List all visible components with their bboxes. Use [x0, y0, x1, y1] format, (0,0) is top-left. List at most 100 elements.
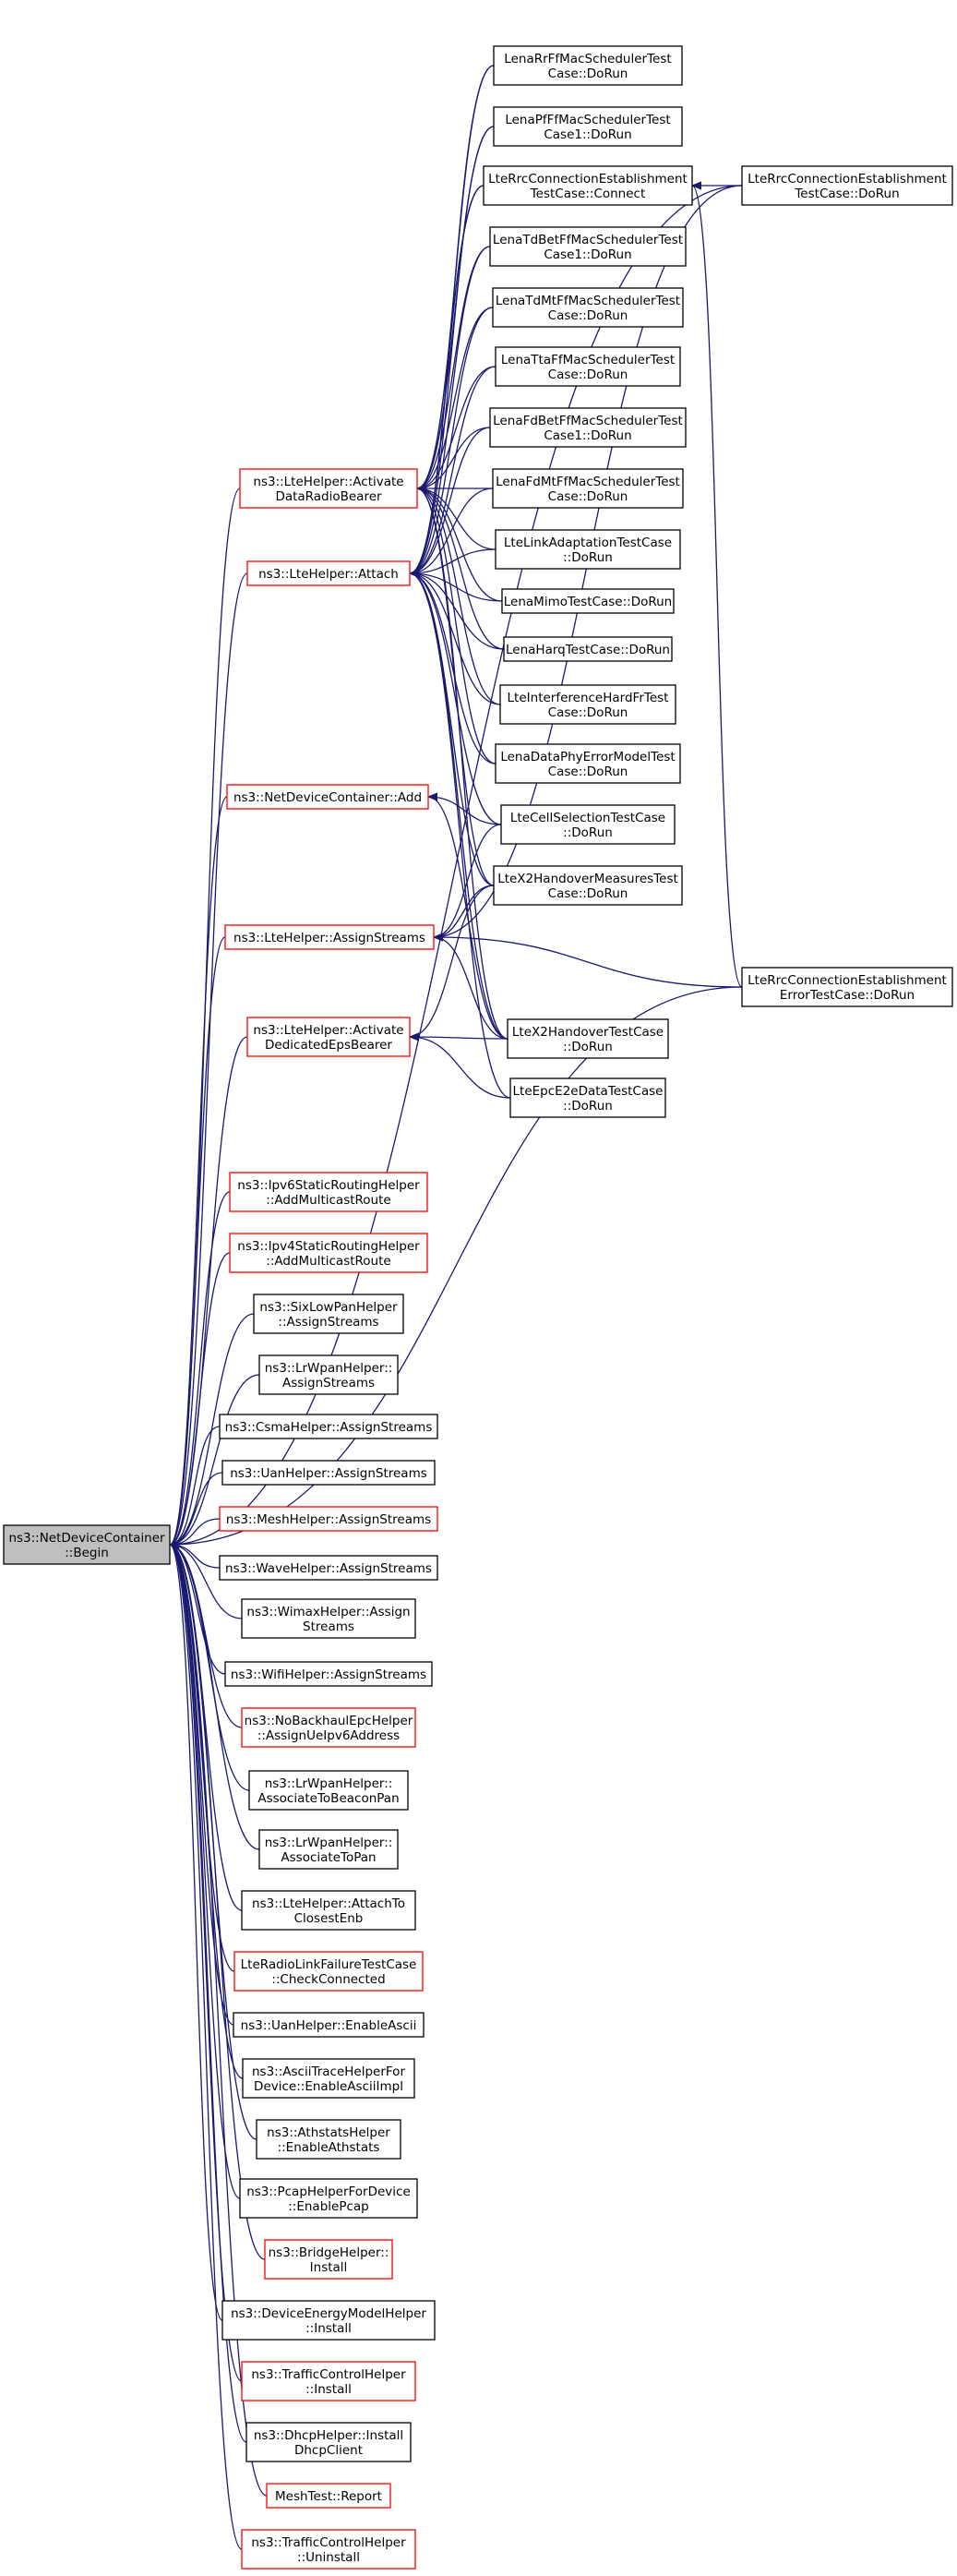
node-label: ns3::LteHelper::AttachTo — [252, 1896, 405, 1911]
node-label: ns3::UanHelper::EnableAscii — [241, 2018, 417, 2033]
node-lte-assign-streams[interactable]: ns3::LteHelper::AssignStreams — [224, 924, 435, 950]
edge-lena-mimo-to-lte-activate-drb — [416, 484, 503, 602]
node-bridge[interactable]: ns3::BridgeHelper::Install — [264, 2239, 393, 2280]
node-label: ::DoRun — [563, 1040, 613, 1054]
node-label: LteRadioLinkFailureTestCase — [241, 1957, 417, 1972]
edge-lte-x2meas-to-lte-attach — [409, 569, 495, 886]
node-lte-activate-eps[interactable]: ns3::LteHelper::ActivateDedicatedEpsBear… — [246, 1017, 411, 1057]
edge-lte-epc-to-lte-activate-eps — [409, 1032, 511, 1099]
node-pcap[interactable]: ns3::PcapHelperForDevice::EnablePcap — [239, 2178, 418, 2219]
node-label: Device::EnableAsciiImpl — [254, 2079, 403, 2094]
node-box — [258, 1829, 399, 1870]
node-box — [264, 2239, 393, 2280]
node-box — [221, 2300, 436, 2341]
node-label: LteEpcE2eDataTestCase — [513, 1084, 664, 1099]
edge-lena-tdbet-to-lte-activate-drb — [416, 246, 491, 493]
node-wave[interactable]: ns3::WaveHelper::AssignStreams — [219, 1555, 438, 1581]
node-mesh-assign[interactable]: ns3::MeshHelper::AssignStreams — [219, 1506, 438, 1532]
node-ipv4-static[interactable]: ns3::Ipv4StaticRoutingHelper::AddMultica… — [229, 1233, 428, 1273]
node-tc-install[interactable]: ns3::TrafficControlHelper::Install — [241, 2361, 416, 2401]
node-nobackhaul[interactable]: ns3::NoBackhaulEpcHelper::AssignUeIpv6Ad… — [241, 1707, 416, 1748]
node-lte-epc[interactable]: LteEpcE2eDataTestCase::DoRun — [509, 1077, 666, 1118]
node-lrwpan-beacon[interactable]: ns3::LrWpanHelper::AssociateToBeaconPan — [248, 1770, 409, 1811]
edge-lte-x2ho-to-ndc-add — [427, 792, 508, 1040]
node-label: ns3::WaveHelper::AssignStreams — [225, 1561, 432, 1576]
node-label: LenaFdBetFfMacSchedulerTest — [493, 414, 683, 428]
node-mesh-report[interactable]: MeshTest::Report — [266, 2483, 391, 2509]
edge-lte-linkadapt-to-lte-activate-drb — [416, 484, 496, 550]
node-label: ns3::SixLowPanHelper — [259, 1300, 398, 1315]
node-box — [221, 1460, 436, 1486]
node-csma[interactable]: ns3::CsmaHelper::AssignStreams — [219, 1414, 438, 1439]
node-label: ns3::AthstatsHelper — [267, 2125, 390, 2140]
edge-lte-interf-to-lte-activate-drb — [416, 484, 501, 705]
node-label: LteX2HandoverMeasuresTest — [497, 872, 678, 886]
node-ndc-add[interactable]: ns3::NetDeviceContainer::Add — [226, 784, 429, 810]
node-box — [256, 2119, 401, 2160]
node-uan-ascii[interactable]: ns3::UanHelper::EnableAscii — [233, 2012, 425, 2038]
edge-lena-harq-to-lte-attach — [409, 569, 505, 650]
edge-lena-dataphy-to-lte-activate-drb — [416, 484, 496, 764]
node-tc-uninstall[interactable]: ns3::TrafficControlHelper::Uninstall — [241, 2529, 416, 2570]
node-ascii-trace[interactable]: ns3::AsciiTraceHelperForDevice::EnableAs… — [242, 2058, 415, 2099]
node-label: ns3::DeviceEnergyModelHelper — [231, 2306, 426, 2321]
node-lrwpan-assign[interactable]: ns3::LrWpanHelper::AssignStreams — [258, 1354, 399, 1395]
node-lte-cellsel[interactable]: LteCellSelectionTestCase::DoRun — [500, 804, 676, 845]
node-lte-linkadapt[interactable]: LteLinkAdaptationTestCase::DoRun — [495, 529, 681, 570]
node-wifi[interactable]: ns3::WifiHelper::AssignStreams — [224, 1661, 433, 1687]
node-label: ::AssignUeIpv6Address — [257, 1728, 400, 1743]
node-label: Install — [310, 2260, 348, 2275]
edge-lena-dataphy-to-lte-attach — [409, 569, 496, 764]
node-lte-x2ho[interactable]: LteX2HandoverTestCase::DoRun — [507, 1018, 669, 1059]
node-rrc-connect[interactable]: LteRrcConnectionEstablishmentTestCase::C… — [483, 165, 693, 206]
node-lte-attach[interactable]: ns3::LteHelper::Attach — [246, 560, 411, 586]
edges — [169, 65, 743, 2550]
node-label: Case1::DoRun — [544, 247, 631, 262]
node-lte-rlf[interactable]: LteRadioLinkFailureTestCase::CheckConnec… — [233, 1951, 424, 1992]
node-wimax[interactable]: ns3::WimaxHelper::AssignStreams — [241, 1598, 416, 1639]
node-ipv6-static[interactable]: ns3::Ipv6StaticRoutingHelper::AddMultica… — [229, 1172, 428, 1212]
node-box — [239, 2178, 418, 2219]
node-box — [241, 1707, 416, 1748]
node-box — [219, 1414, 438, 1439]
node-label: LenaTdMtFfMacSchedulerTest — [496, 294, 680, 308]
node-label: DhcpClient — [294, 2443, 363, 2458]
node-lrwpan-pan[interactable]: ns3::LrWpanHelper::AssociateToPan — [258, 1829, 399, 1870]
node-label: AssociateToBeaconPan — [257, 1791, 399, 1806]
node-box — [241, 1890, 416, 1931]
node-label: ::EnableAthstats — [278, 2140, 380, 2155]
node-label: ::CheckConnected — [271, 1972, 385, 1987]
node-lena-mimo[interactable]: LenaMimoTestCase::DoRun — [501, 588, 675, 614]
node-label: ClosestEnb — [294, 1911, 364, 1926]
node-rrc-dorun[interactable]: LteRrcConnectionEstablishmentTestCase::D… — [741, 165, 953, 206]
node-label: ::Uninstall — [297, 2550, 360, 2565]
edge-lte-cellsel-to-lte-assign-streams — [433, 824, 502, 942]
node-energy[interactable]: ns3::DeviceEnergyModelHelper::Install — [221, 2300, 436, 2341]
node-lena-harq[interactable]: LenaHarqTestCase::DoRun — [503, 636, 673, 662]
edge-lte-x2meas-to-lte-activate-eps — [409, 885, 495, 1041]
node-uan-assign[interactable]: ns3::UanHelper::AssignStreams — [221, 1460, 436, 1486]
node-label: Case::DoRun — [548, 367, 628, 382]
node-label: Case1::DoRun — [544, 127, 631, 142]
node-root[interactable]: ns3::NetDeviceContainer::Begin — [3, 1524, 171, 1565]
node-athstats[interactable]: ns3::AthstatsHelper::EnableAthstats — [256, 2119, 401, 2160]
node-box — [224, 924, 435, 950]
node-box — [492, 468, 684, 509]
node-label: ::Install — [305, 2382, 352, 2397]
node-sixlowpan[interactable]: ns3::SixLowPanHelper::AssignStreams — [253, 1294, 404, 1334]
node-rrc-error[interactable]: LteRrcConnectionEstablishmentErrorTestCa… — [741, 967, 953, 1007]
node-label: ns3::TrafficControlHelper — [251, 2367, 406, 2382]
